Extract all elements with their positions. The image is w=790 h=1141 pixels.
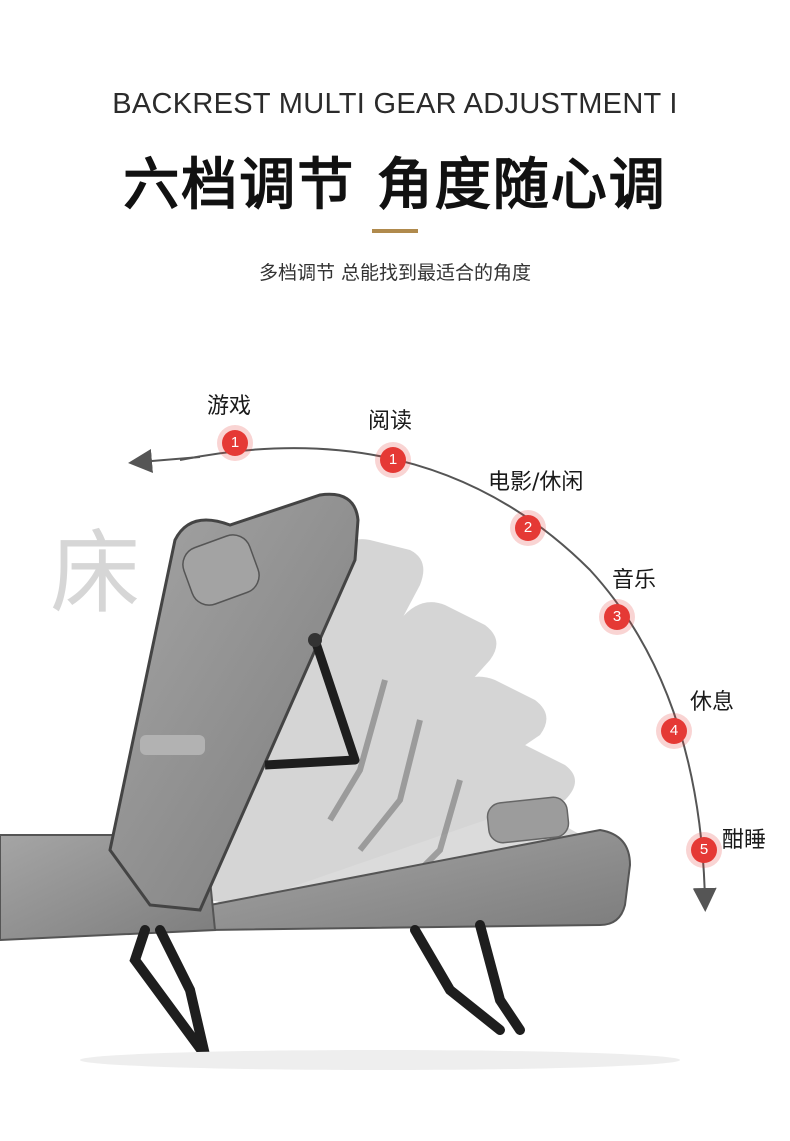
bed-legs: [129, 920, 525, 1060]
position-badge-5: 5: [691, 837, 717, 863]
position-badge-4: 4: [661, 718, 687, 744]
position-label-rest: 休息: [690, 690, 735, 715]
position-badge-3: 3: [604, 604, 630, 630]
position-label-music: 音乐: [612, 568, 657, 593]
seat-pillow: [486, 796, 570, 844]
bed-watermark-text: 床: [50, 521, 140, 626]
position-badge-1a: 1: [222, 430, 248, 456]
floor-shadow: [80, 1050, 680, 1070]
position-label-reading: 阅读: [368, 409, 413, 434]
position-label-movie: 电影/休闲: [488, 470, 584, 495]
position-badge-2: 2: [515, 515, 541, 541]
english-title: BACKREST MULTI GEAR ADJUSTMENT I: [112, 88, 678, 120]
upright-backrest: [108, 492, 360, 912]
lumbar-detail: [140, 735, 205, 755]
position-label-sleep: 酣睡: [722, 828, 767, 853]
arc-left-arrow: [128, 449, 201, 473]
backrest-strut: [264, 638, 360, 770]
headrest-pillow: [182, 534, 260, 606]
position-label-gaming: 游戏: [207, 394, 252, 419]
subtitle: 多档调节 总能找到最适合的角度: [258, 262, 532, 284]
seat-cushion: [209, 828, 632, 932]
accent-divider: [372, 229, 418, 233]
chinese-title: 六档调节 角度随心调: [123, 153, 667, 218]
position-badge-1b: 1: [380, 447, 406, 473]
adjustment-arc: [179, 447, 717, 912]
